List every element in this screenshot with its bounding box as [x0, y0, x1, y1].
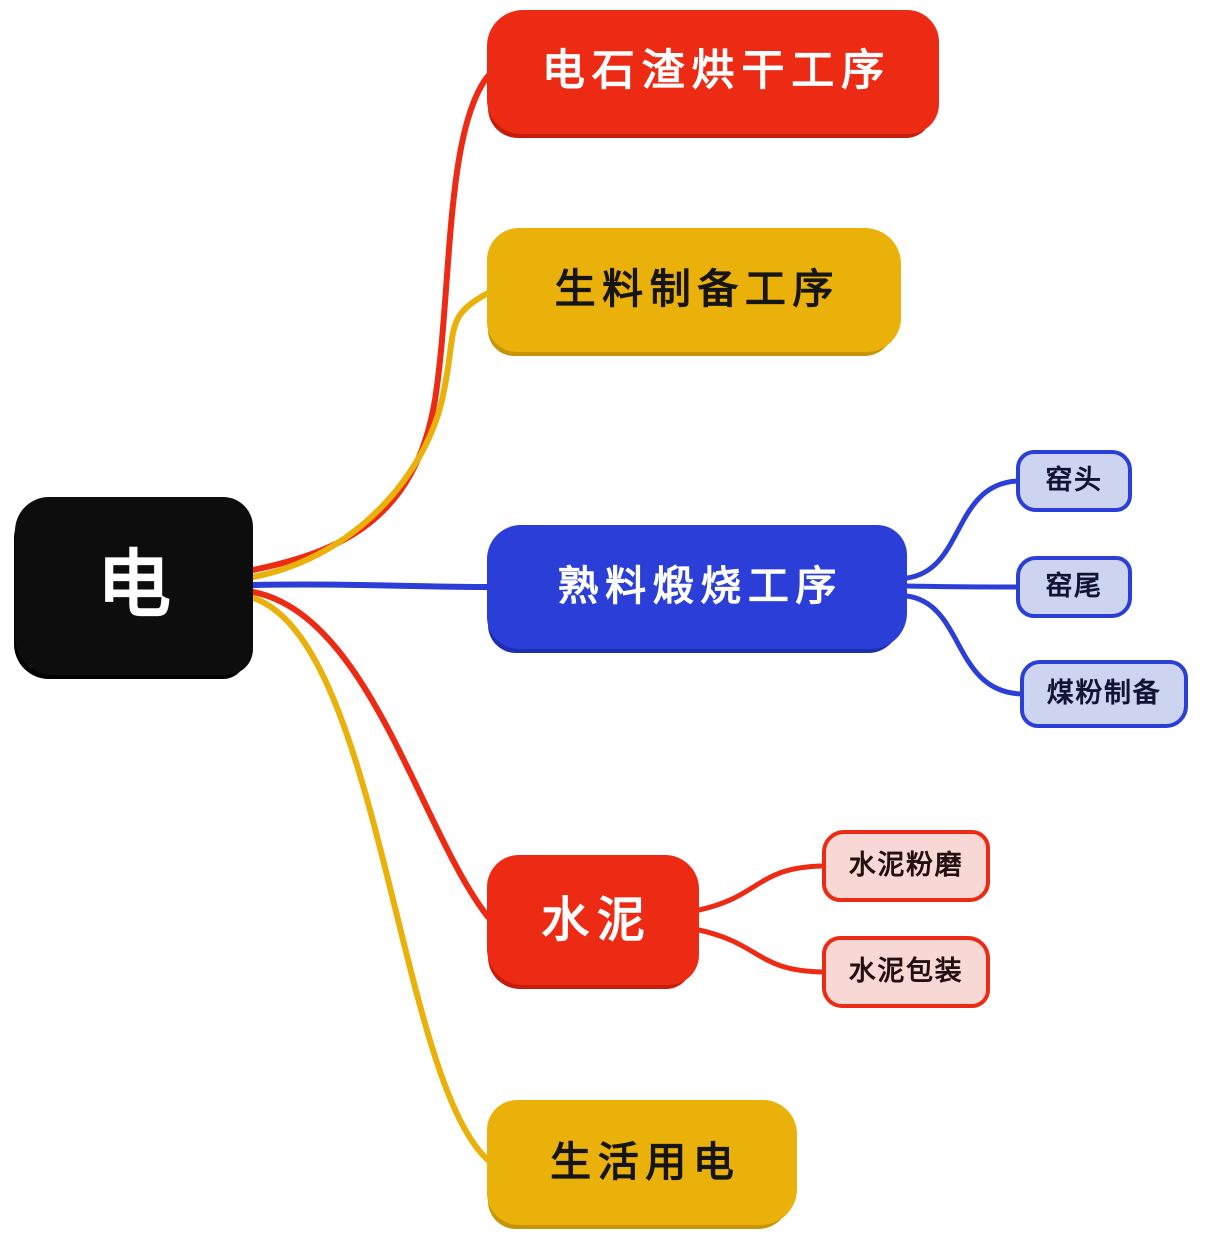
connector-cement-to-packing: [696, 927, 827, 975]
branch-carbide-slag-drying[interactable]: 电石渣烘干工序: [487, 10, 939, 134]
subnode-label: 水泥包装: [848, 956, 964, 988]
branch-label: 水泥: [541, 891, 653, 948]
branch-cement[interactable]: 水泥: [487, 855, 699, 985]
subnode-label: 水泥粉磨: [848, 850, 964, 882]
subnode-cement-grinding[interactable]: 水泥粉磨: [822, 830, 990, 902]
connector-clinker-to-coal-prep: [904, 593, 1025, 697]
branch-label: 电石渣烘干工序: [541, 46, 892, 97]
connector-root-to-rawmeal: [250, 290, 491, 580]
subnode-kiln-head[interactable]: 窑头: [1016, 450, 1132, 512]
subnode-kiln-tail[interactable]: 窑尾: [1016, 556, 1132, 618]
branch-label: 生料制备工序: [554, 265, 840, 314]
subnode-coal-powder-preparation[interactable]: 煤粉制备: [1020, 660, 1188, 728]
branch-clinker-calcination[interactable]: 熟料煅烧工序: [487, 525, 907, 649]
connector-cement-to-grinding: [696, 863, 827, 913]
branch-raw-meal-preparation[interactable]: 生料制备工序: [487, 228, 901, 352]
subnode-label: 窑尾: [1045, 571, 1103, 603]
subnode-label: 煤粉制备: [1046, 678, 1162, 710]
node-root-electricity[interactable]: 电: [15, 497, 253, 675]
connector-root-to-clinker: [250, 581, 491, 590]
node-root-label: 电: [97, 542, 171, 629]
connector-clinker-to-kiln-tail: [904, 583, 1021, 590]
subnode-label: 窑头: [1045, 465, 1103, 497]
branch-label: 生活用电: [550, 1137, 741, 1186]
connector-clinker-to-kiln-head: [904, 478, 1021, 581]
branch-label: 熟料煅烧工序: [557, 562, 843, 611]
subnode-cement-packing[interactable]: 水泥包装: [822, 936, 990, 1008]
branch-domestic-electricity[interactable]: 生活用电: [487, 1100, 797, 1225]
connector-root-to-cement: [250, 589, 491, 920]
connector-root-to-domestic: [250, 595, 491, 1163]
